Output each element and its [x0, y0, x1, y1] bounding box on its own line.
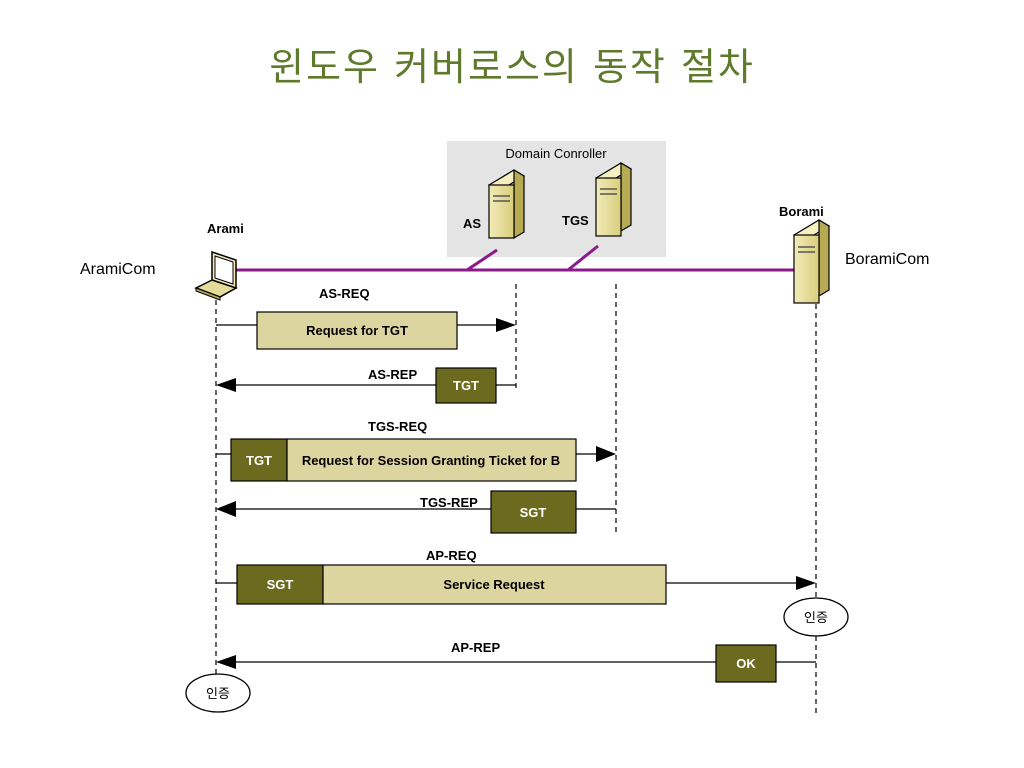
as-rep-token-text: TGT	[453, 378, 479, 393]
tgs-rep-arrowhead	[216, 501, 236, 517]
as-req-arrowhead	[496, 318, 516, 332]
as-network-link	[466, 248, 498, 272]
borami-label: Borami	[779, 204, 824, 219]
ap-req-body: Service Request	[443, 577, 545, 592]
arami-auth-text: 인증	[206, 686, 230, 701]
tgs-rep-token-text: SGT	[520, 505, 547, 520]
tgs-req-token	[230, 438, 288, 482]
ap-rep-token	[715, 644, 777, 683]
page-title: 윈도우 커버로스의 동작 절차	[269, 45, 755, 89]
tgs-rep-token	[490, 490, 577, 534]
tgs-server-icon	[594, 161, 633, 237]
tgs-label: TGS	[562, 213, 589, 228]
borami-server-icon	[792, 218, 831, 304]
as-req-body: Request for TGT	[306, 323, 408, 338]
tgs-req-arrowhead	[596, 446, 616, 462]
as-rep-token	[435, 367, 497, 404]
domain-controller-label: Domain Conroller	[505, 146, 607, 161]
tgs-req-box	[286, 438, 577, 482]
tgs-req-label: TGS-REQ	[368, 419, 427, 434]
ap-req-box	[322, 564, 667, 605]
as-rep-arrowhead	[216, 378, 236, 392]
as-rep-label: AS-REP	[368, 367, 417, 382]
as-label: AS	[463, 216, 481, 231]
arami-label: Arami	[207, 221, 244, 236]
ap-req-token	[236, 564, 324, 605]
tgs-req-body: Request for Session Granting Ticket for …	[302, 453, 560, 468]
tgs-req-token-text: TGT	[246, 453, 272, 468]
ap-req-label: AP-REQ	[426, 548, 477, 563]
laptop-icon	[194, 250, 238, 301]
ap-rep-token-text: OK	[736, 656, 756, 671]
arami-com-label: AramiCom	[80, 261, 156, 278]
as-server-icon	[487, 168, 526, 240]
tgs-rep-label: TGS-REP	[420, 495, 478, 510]
borami-auth-ellipse	[783, 597, 849, 637]
ap-req-token-text: SGT	[267, 577, 294, 592]
ap-rep-arrowhead	[216, 655, 236, 669]
as-req-label: AS-REQ	[319, 286, 370, 301]
ap-req-arrowhead	[796, 576, 816, 590]
tgs-network-link	[567, 244, 599, 272]
arami-auth-ellipse	[185, 673, 251, 713]
borami-com-label: BoramiCom	[845, 251, 929, 268]
borami-auth-text: 인증	[804, 610, 828, 625]
ap-rep-label: AP-REP	[451, 640, 500, 655]
as-req-box	[256, 311, 458, 350]
